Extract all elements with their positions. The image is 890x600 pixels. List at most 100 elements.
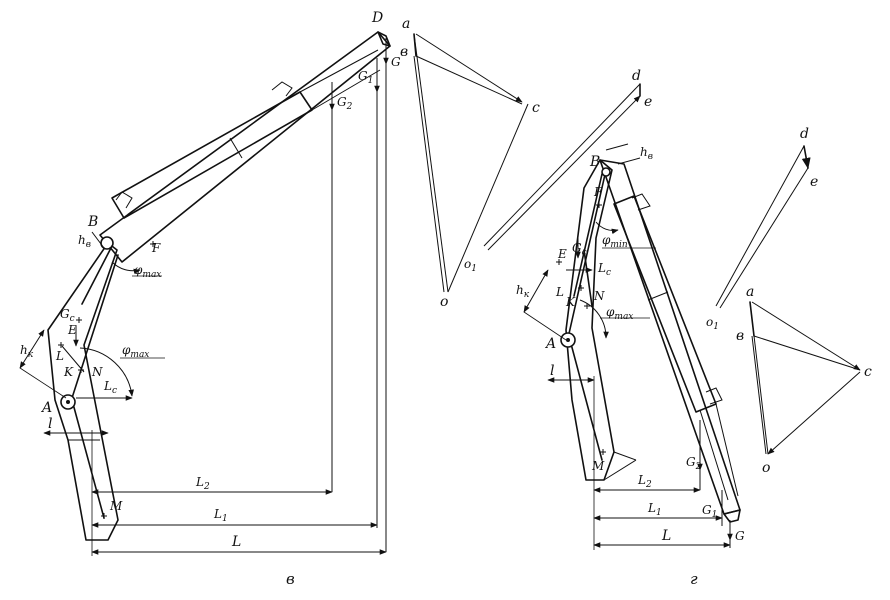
link-am: [71, 399, 105, 519]
label-l-point: L: [55, 349, 64, 363]
point-m-mark: [101, 513, 107, 519]
pivot-b: [100, 236, 114, 250]
rod-lower: [311, 69, 381, 111]
label-g2: G2: [337, 95, 353, 112]
rod-g-1: [699, 409, 729, 501]
link-g-a-b: [567, 169, 607, 339]
pivot-g-a-inner: [566, 338, 570, 342]
point-e-mark: [76, 317, 82, 323]
link-lk: [61, 345, 85, 373]
label-l1: L1: [213, 507, 228, 524]
label-poly-v-d: d: [632, 68, 641, 84]
label-a: A: [40, 400, 52, 416]
label-g-l1: L1: [647, 501, 662, 518]
label-poly-g-o1: o1: [706, 315, 719, 332]
poly-v-b-o: [413, 55, 445, 293]
force-polygon-v: a в c o o1 d e: [400, 16, 652, 310]
poly-v-o1-d: [483, 83, 641, 247]
figure-g: B hв F Gc φmin E Lc hк L N K φmax A l M …: [516, 143, 745, 588]
rod-upper: [299, 49, 379, 93]
label-e: E: [67, 323, 77, 337]
poly-g-o1-e: [719, 167, 809, 309]
hk-dim-line: [19, 329, 45, 369]
label-g-g2: G2: [686, 455, 702, 472]
label-d: D: [371, 10, 383, 26]
label-g-b: B: [589, 154, 600, 170]
cylinder-g-body: [613, 195, 717, 413]
angle-arc-g-min: [595, 221, 619, 235]
boom-g-tip: [723, 509, 741, 523]
point-g-k-mark: [578, 285, 584, 291]
label-poly-v-a: a: [402, 16, 410, 32]
hb-dim-line: [91, 231, 105, 249]
poly-g-a-b: [749, 301, 755, 337]
link-g-a-m: [569, 339, 603, 461]
column-g-inner: [603, 459, 637, 481]
pivot-g-b: [601, 167, 611, 177]
hk-g-ext: [523, 311, 567, 341]
label-poly-v-e: e: [644, 94, 652, 110]
label-poly-v-b: в: [400, 44, 408, 60]
label-k: K: [63, 365, 74, 379]
pivot-f-mark: [150, 241, 156, 247]
label-hb: hв: [78, 233, 91, 250]
label-g-gc: Gc: [572, 241, 587, 258]
rod-g-2: [715, 403, 739, 497]
label-lc: Lc: [103, 379, 117, 396]
column-g-inner-2: [613, 451, 637, 461]
force-polygon-g: d e o1 a в c o: [706, 126, 872, 476]
point-l-mark: [58, 342, 64, 348]
label-l-total: L: [231, 534, 241, 550]
label-g-phi-max: φmax: [606, 305, 633, 322]
boom-tip: [377, 31, 391, 47]
hb-g-dim-2: [617, 157, 641, 165]
label-poly-v-o1: o1: [464, 257, 477, 274]
label-g-hk: hк: [516, 283, 530, 300]
cylinder-g-step: [647, 291, 669, 301]
label-g-phi-min: φmin: [602, 233, 628, 250]
poly-v-a-c: [415, 33, 523, 103]
label-m: M: [109, 499, 123, 513]
label-l2: L2: [195, 475, 210, 492]
column-g-body: [565, 159, 615, 481]
angle-arc-g-max: [579, 299, 609, 339]
cylinder-body: [111, 91, 313, 219]
caption-g: г: [690, 570, 698, 588]
label-poly-g-d: d: [800, 126, 809, 142]
poly-v-a-b: [413, 33, 417, 57]
boom-g-body: [599, 159, 741, 515]
label-poly-g-c: c: [864, 364, 872, 380]
label-g-g: G: [735, 529, 745, 543]
hk-g-dim: [523, 269, 549, 313]
label-g-l-point: L: [555, 285, 564, 299]
label-poly-g-o: o: [762, 460, 770, 476]
label-g-a: A: [544, 336, 556, 352]
hb-g-dim: [605, 143, 629, 151]
pivot-a-inner: [66, 400, 70, 404]
label-b: B: [87, 214, 98, 230]
cylinder-step: [229, 137, 243, 159]
link-ek: [81, 245, 113, 305]
link-an: [71, 254, 119, 399]
cylinder-lug-top: [271, 81, 293, 97]
label-g-l2: L2: [637, 473, 652, 490]
label-n: N: [91, 365, 103, 379]
label-g1: G1: [358, 69, 373, 86]
label-poly-g-a: a: [746, 284, 754, 300]
point-g-l-mark: [556, 259, 562, 265]
poly-v-b-c: [415, 55, 523, 105]
label-poly-v-c: c: [532, 100, 540, 116]
poly-g-o1-d: [715, 145, 805, 307]
cylinder-g-lug-top: [631, 193, 651, 211]
label-gc: Gc: [60, 307, 75, 324]
point-g-m-mark: [600, 449, 606, 455]
label-poly-v-o: o: [440, 294, 448, 310]
poly-v-c-o: [447, 103, 529, 293]
label-g-k: K: [565, 295, 576, 309]
label-g-lc: Lc: [597, 261, 611, 278]
label-poly-g-e: e: [810, 174, 818, 190]
poly-g-d-e: [801, 145, 811, 170]
poly-g-a-c: [751, 301, 861, 371]
